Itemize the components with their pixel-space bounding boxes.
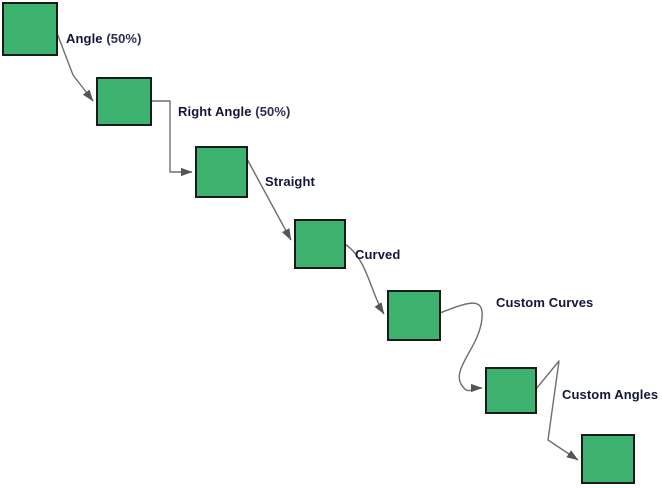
curved-edge[interactable] <box>344 243 385 315</box>
edge-label-angle-text: Angle <box>66 31 107 46</box>
edge-label-custom-angles: Custom Angles <box>562 387 658 402</box>
node-box-6[interactable] <box>485 367 537 414</box>
node-box-2[interactable] <box>96 77 152 126</box>
straight-edge[interactable] <box>246 158 292 241</box>
node-box-4[interactable] <box>294 219 346 269</box>
edge-label-straight: Straight <box>265 174 315 189</box>
edge-label-curved: Curved <box>355 247 400 262</box>
node-box-1[interactable] <box>2 2 58 56</box>
right-angle-edge[interactable] <box>151 100 193 177</box>
edge-label-right-angle-percent: (50%) <box>255 104 291 119</box>
node-box-3[interactable] <box>195 146 248 198</box>
edges-layer <box>56 32 579 461</box>
edge-label-right-angle: Right Angle (50%) <box>178 104 290 119</box>
nodes-layer <box>2 2 635 484</box>
custom-curves-edge[interactable] <box>439 302 483 393</box>
edge-label-custom-angles-text: Custom Angles <box>562 387 659 402</box>
angle-edge[interactable] <box>56 32 94 102</box>
node-box-5[interactable] <box>387 290 441 341</box>
edge-label-straight-text: Straight <box>265 174 315 189</box>
custom-angles-edge[interactable] <box>535 360 579 461</box>
edge-label-angle: Angle (50%) <box>66 31 142 46</box>
node-box-7[interactable] <box>581 434 635 484</box>
edge-label-custom-curves-text: Custom Curves <box>496 295 594 310</box>
edge-label-curved-text: Curved <box>355 247 401 262</box>
edge-label-angle-percent: (50%) <box>106 31 142 46</box>
edge-label-right-angle-text: Right Angle <box>178 104 256 119</box>
edge-label-custom-curves: Custom Curves <box>496 295 593 310</box>
